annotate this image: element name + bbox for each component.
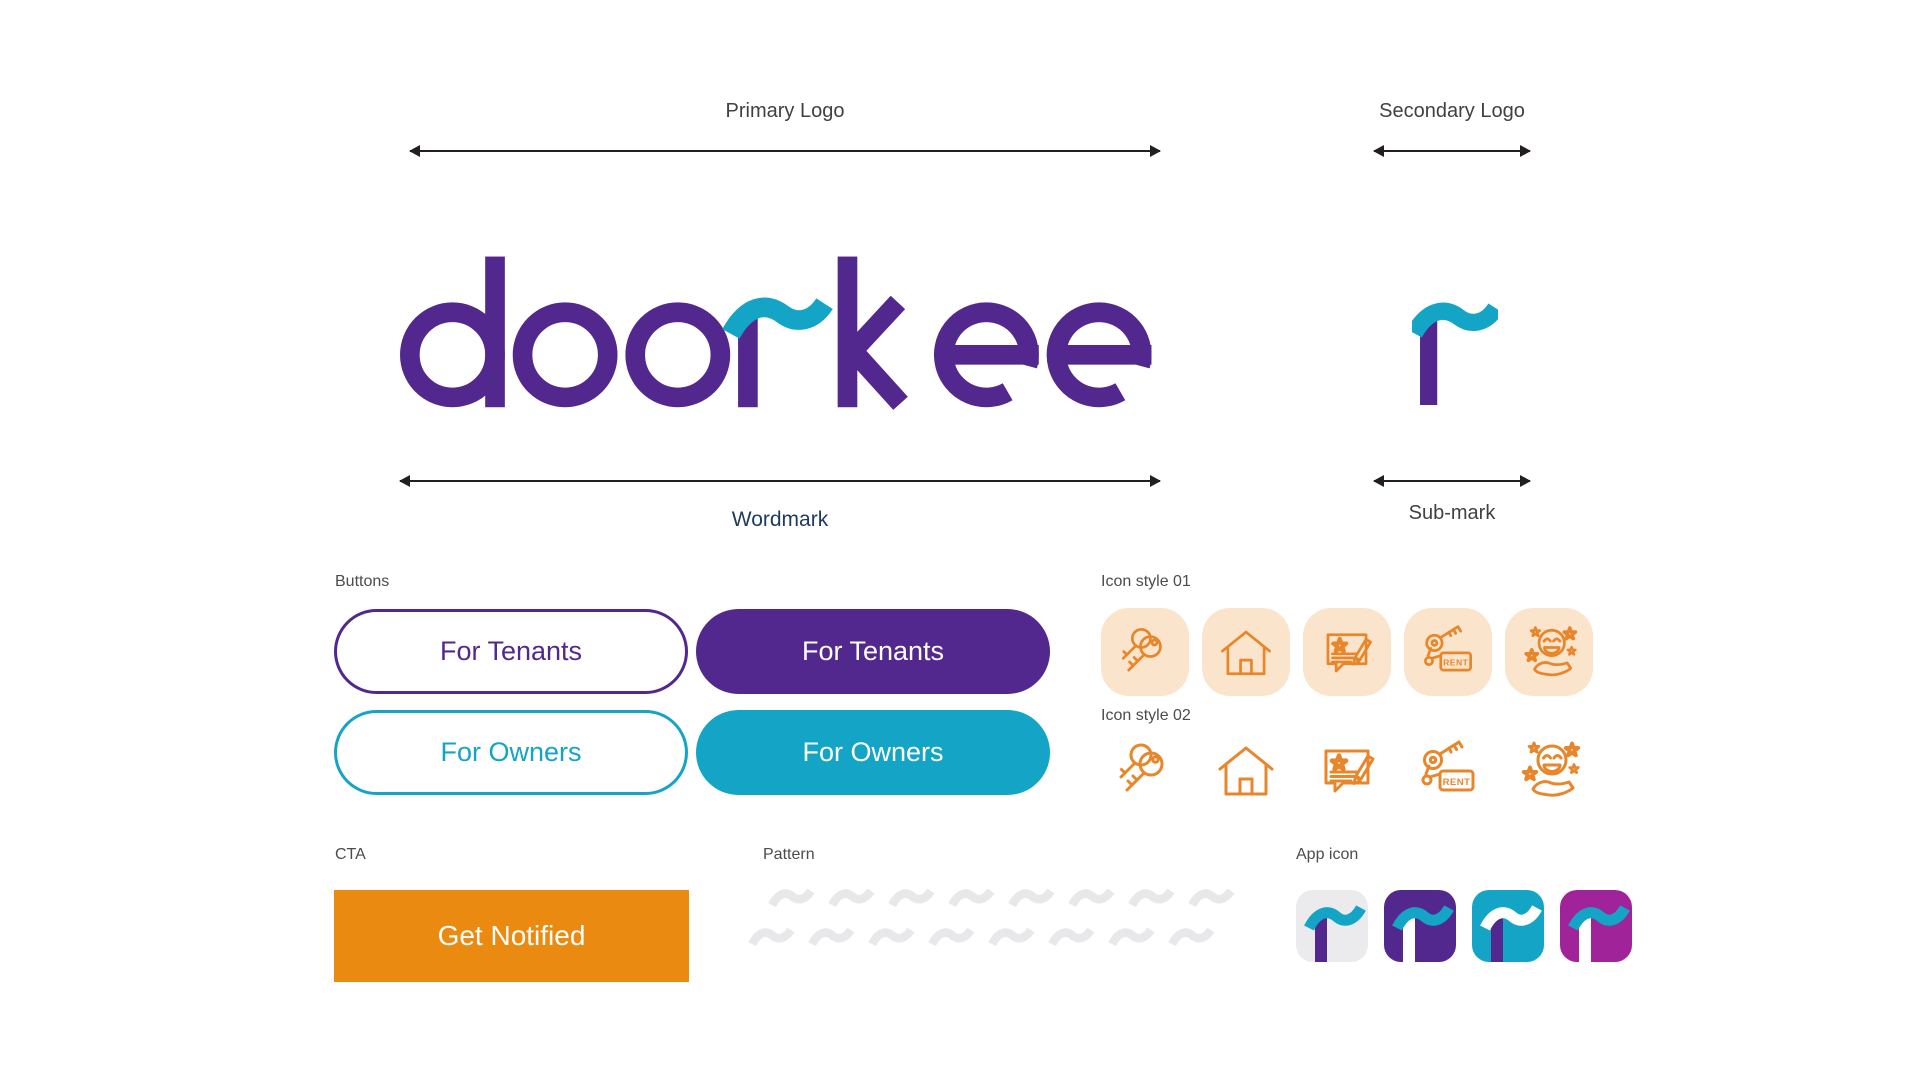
for-owners-outline-label: For Owners — [440, 737, 582, 767]
swoosh-shape — [1048, 923, 1095, 951]
app-icon-purple — [1384, 890, 1456, 962]
swoosh-shape — [828, 884, 875, 912]
cta-section-label: CTA — [335, 846, 366, 863]
swoosh-shape — [948, 884, 995, 912]
for-tenants-outline-label: For Tenants — [439, 636, 583, 666]
for-tenants-filled-label: For Tenants — [801, 636, 945, 666]
submark-measure-arrow — [1373, 475, 1531, 487]
swoosh-shape — [768, 884, 815, 912]
review-icon — [1303, 735, 1391, 805]
wordmark-label: Wordmark — [731, 508, 829, 531]
get-notified-label: Get Notified — [437, 920, 586, 951]
submark-swoosh — [1412, 302, 1498, 338]
swoosh-shape — [748, 923, 795, 951]
home-icon — [1202, 735, 1290, 805]
swoosh-shape — [988, 923, 1035, 951]
wordmark-measure-arrow — [399, 475, 1161, 487]
submark-logo — [1412, 302, 1498, 405]
for-owners-filled-label: For Owners — [802, 737, 944, 767]
icon-style-02-label: Icon style 02 — [1101, 707, 1191, 724]
doorkee-wordmark-logo — [400, 256, 1152, 410]
submark-label: Sub-mark — [1408, 502, 1496, 524]
review-icon — [1303, 608, 1391, 696]
swoosh-shape — [1068, 884, 1115, 912]
home-icon — [1202, 608, 1290, 696]
secondary-logo-label: Secondary Logo — [1379, 100, 1525, 122]
swoosh-shape — [1188, 884, 1235, 912]
app-icon-magenta — [1560, 890, 1632, 962]
swoosh-shape — [888, 884, 935, 912]
pattern-section-label: Pattern — [763, 846, 815, 863]
app-icon-section-label: App icon — [1296, 846, 1359, 863]
swoosh-shape — [1128, 884, 1175, 912]
keys-icon — [1101, 735, 1189, 805]
get-notified-button[interactable]: Get Notified — [334, 890, 689, 982]
swoosh-shape — [1008, 884, 1055, 912]
keys-icon — [1101, 608, 1189, 696]
app-icon-row — [1296, 890, 1632, 962]
buttons-section-label: Buttons — [335, 573, 390, 590]
brand-pattern — [748, 884, 1235, 951]
secondary-logo-measure-arrow — [1373, 145, 1531, 157]
swoosh-shape — [808, 923, 855, 951]
pattern-row — [768, 884, 1235, 912]
icon-style-01-label: Icon style 01 — [1101, 573, 1191, 590]
satisfaction-icon — [1505, 608, 1593, 696]
satisfaction-icon — [1505, 735, 1593, 805]
primary-logo-measure-arrow — [409, 145, 1161, 157]
swoosh-shape — [1168, 923, 1215, 951]
for-tenants-outline-button[interactable]: For Tenants — [334, 609, 688, 694]
rent-key-icon — [1404, 735, 1492, 805]
icon-style-01-row — [1101, 608, 1593, 696]
rent-key-icon — [1404, 608, 1492, 696]
primary-logo-label: Primary Logo — [725, 100, 845, 122]
for-owners-filled-button[interactable]: For Owners — [696, 710, 1050, 795]
wordmark-swoosh — [722, 297, 833, 339]
pattern-row — [748, 923, 1235, 951]
swoosh-shape — [1108, 923, 1155, 951]
for-owners-outline-button[interactable]: For Owners — [334, 710, 688, 795]
swoosh-shape — [928, 923, 975, 951]
swoosh-shape — [868, 923, 915, 951]
icon-style-02-row — [1101, 735, 1593, 805]
app-icon-gray — [1296, 890, 1368, 962]
app-icon-teal — [1472, 890, 1544, 962]
for-tenants-filled-button[interactable]: For Tenants — [696, 609, 1050, 694]
